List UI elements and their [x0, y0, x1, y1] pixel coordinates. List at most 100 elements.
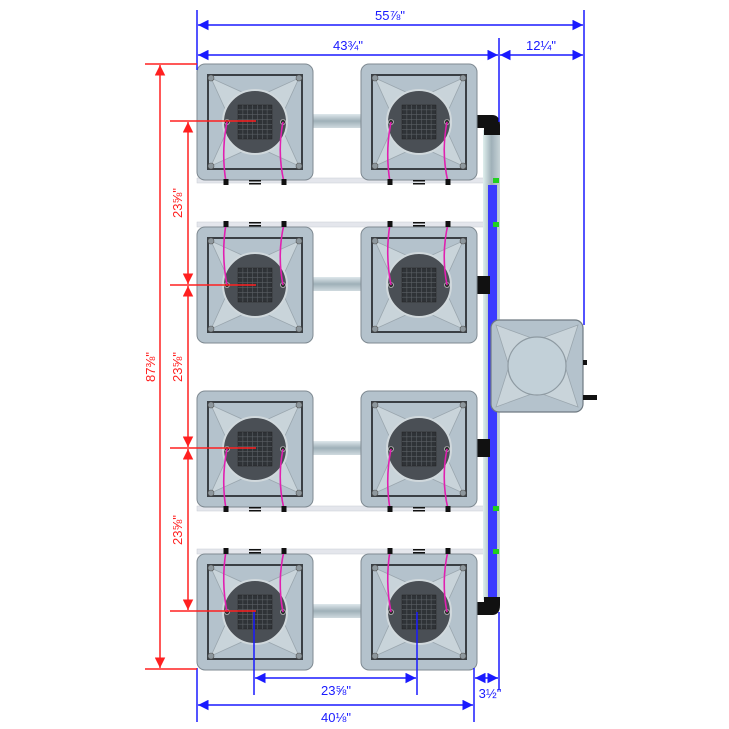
grow-pot [196, 63, 314, 185]
pot-rim [371, 564, 467, 660]
drip-marker [249, 507, 261, 509]
reservoir-port [583, 360, 587, 365]
pot-rim [371, 74, 467, 170]
pot-bolt [295, 237, 303, 245]
pot-bolt [459, 162, 467, 170]
net-pot-grid [401, 267, 437, 303]
drip-line [222, 448, 228, 510]
drip-connector [445, 506, 451, 512]
grow-pot [196, 548, 314, 671]
pot-bolt [371, 237, 379, 245]
drip-connector [281, 179, 287, 185]
grow-pot [360, 63, 478, 185]
pot-bolt [459, 401, 467, 409]
drip-marker [249, 183, 261, 185]
net-pot-grid [401, 431, 437, 467]
pot-bolt [371, 652, 379, 660]
pot-bolt [207, 652, 215, 660]
green-fitting [493, 222, 499, 227]
drip-connector [223, 548, 229, 554]
reservoir [490, 319, 597, 413]
pot-bolt [207, 237, 215, 245]
pot-bolt [459, 652, 467, 660]
reservoir-offset-label: 12¼" [526, 38, 556, 53]
drip-connector [223, 506, 229, 512]
pot-bolt [207, 74, 215, 82]
pot-bolt [207, 489, 215, 497]
pot-bolt [295, 564, 303, 572]
pot-bolt [295, 325, 303, 333]
drip-line [443, 121, 449, 183]
row-spacing-label-2: 23⅝" [170, 352, 185, 382]
pot-bolt [295, 652, 303, 660]
drip-line [279, 121, 285, 183]
pot-bolt [295, 74, 303, 82]
drip-line [386, 448, 392, 510]
drip-line [222, 121, 228, 183]
grow-pot [196, 221, 314, 344]
pot-bolt [371, 489, 379, 497]
pot-bolt [371, 162, 379, 170]
pot-bolt [371, 325, 379, 333]
drip-connector [387, 506, 393, 512]
net-pot-grid [401, 594, 437, 630]
pot-bolt [459, 489, 467, 497]
drip-connector [445, 179, 451, 185]
equipment-layer [196, 63, 597, 671]
drip-marker [249, 222, 261, 224]
pot-bolt [459, 325, 467, 333]
drip-marker [413, 225, 425, 227]
pot-bolt [459, 74, 467, 82]
drip-marker [249, 552, 261, 554]
pot-bolt [207, 564, 215, 572]
row-spacing-label-3: 23⅝" [170, 515, 185, 545]
drip-line [279, 223, 285, 286]
drip-line [443, 550, 449, 613]
drip-marker [413, 222, 425, 224]
pot-bolt [295, 489, 303, 497]
overall-width-label: 55⅞" [375, 8, 405, 23]
pot-bolt [459, 237, 467, 245]
drip-line [386, 550, 392, 613]
net-pot-grid [401, 104, 437, 140]
drip-line [279, 550, 285, 613]
drip-line [279, 448, 285, 510]
pot-bolt [371, 401, 379, 409]
drip-marker [413, 180, 425, 182]
pot-rim [371, 401, 467, 497]
pot-bolt [295, 162, 303, 170]
pot-rim [371, 237, 467, 333]
pot-bolt [371, 564, 379, 572]
elbow-bottom [476, 597, 500, 615]
drip-connector [281, 548, 287, 554]
grow-pot [196, 390, 314, 512]
tee-fitting [476, 439, 490, 457]
drip-marker [413, 183, 425, 185]
drip-connector [445, 548, 451, 554]
net-pot-grid [237, 594, 273, 630]
overall-length-label: 87⅜" [143, 352, 158, 382]
connector-pipe [312, 604, 362, 618]
pot-spacing-horizontal-label: 23⅝" [321, 683, 351, 698]
green-fitting [493, 178, 499, 183]
drip-connector [387, 548, 393, 554]
drip-connector [223, 221, 229, 227]
drip-connector [445, 221, 451, 227]
drip-marker [413, 549, 425, 551]
net-pot-grid [237, 431, 273, 467]
drip-line [222, 223, 228, 286]
drip-marker [413, 507, 425, 509]
green-fitting [493, 549, 499, 554]
drip-line [443, 223, 449, 286]
drip-connector [223, 179, 229, 185]
drip-connector [387, 221, 393, 227]
drip-marker [249, 225, 261, 227]
connector-pipe [312, 114, 362, 128]
drip-marker [249, 180, 261, 182]
grow-pot [360, 548, 478, 671]
drip-connector [281, 506, 287, 512]
elbow-top [476, 115, 500, 135]
pot-bolt [207, 401, 215, 409]
row-spacing-label-1: 23⅝" [170, 188, 185, 218]
